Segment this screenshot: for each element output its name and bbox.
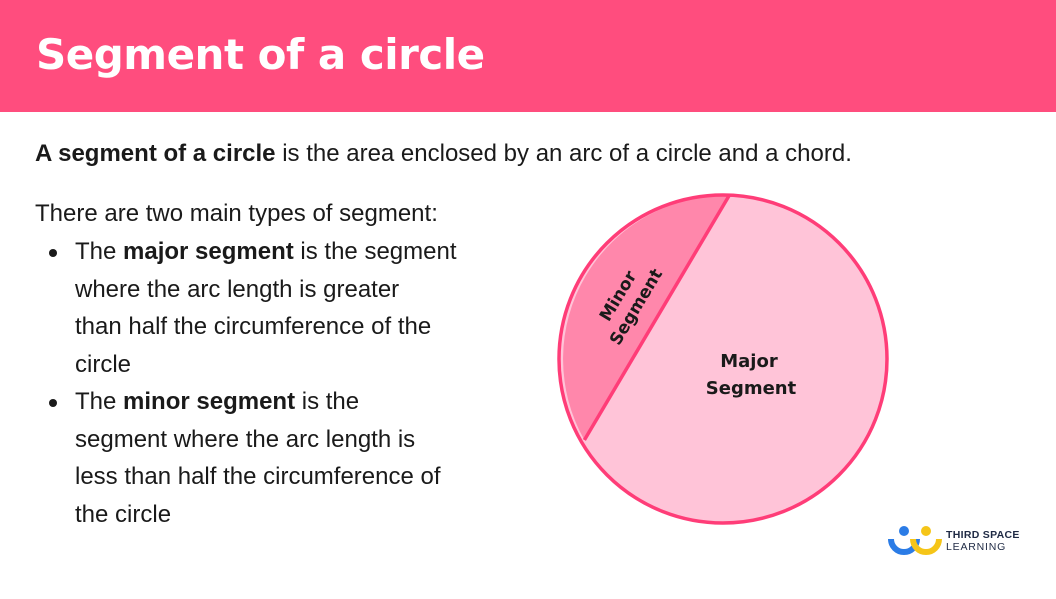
third-space-learning-logo: THIRD SPACE LEARNING	[888, 524, 1028, 556]
logo-line1: THIRD SPACE	[946, 529, 1020, 541]
bullet-line: less than half the circumference of	[75, 463, 441, 490]
definition-term: A segment of a circle	[35, 140, 276, 167]
circle-outline	[557, 193, 889, 525]
bullet-dot	[49, 399, 57, 407]
definition-rest: is the area enclosed by an arc of a circ…	[275, 140, 852, 167]
major-term: major segment	[123, 238, 294, 265]
list-item-minor: The minor segment is the segment where t…	[35, 383, 515, 533]
definition-text: A segment of a circle is the area enclos…	[35, 139, 852, 169]
segment-diagram: Minor Segment Major Segment	[557, 193, 889, 525]
bullet-dot	[49, 249, 57, 257]
bullet-line: than half the circumference of the	[75, 313, 432, 340]
bullet-line: The minor segment is the	[75, 388, 360, 415]
major-label-line2: Segment	[706, 378, 797, 399]
chord-line	[582, 194, 731, 441]
intro-text: There are two main types of segment:	[35, 200, 438, 227]
header-banner: Segment of a circle	[0, 0, 1056, 112]
bullet-line: where the arc length is greater	[75, 275, 400, 303]
major-label-line1: Major	[720, 351, 778, 372]
bullet-line: segment where the arc length is	[75, 425, 416, 453]
logo-line2: LEARNING	[946, 541, 1007, 553]
bullet-line: The major segment is the segment	[75, 238, 457, 265]
minor-segment-fill	[563, 195, 730, 440]
list-item-major: The major segment is the segment where t…	[35, 233, 515, 383]
page-title: Segment of a circle	[36, 30, 485, 79]
bullet-line: circle	[75, 350, 132, 378]
logo-mark-icon	[888, 526, 942, 555]
segment-types-list: The major segment is the segment where t…	[35, 233, 515, 533]
bullet-line: the circle	[75, 500, 172, 528]
minor-term: minor segment	[123, 388, 296, 415]
